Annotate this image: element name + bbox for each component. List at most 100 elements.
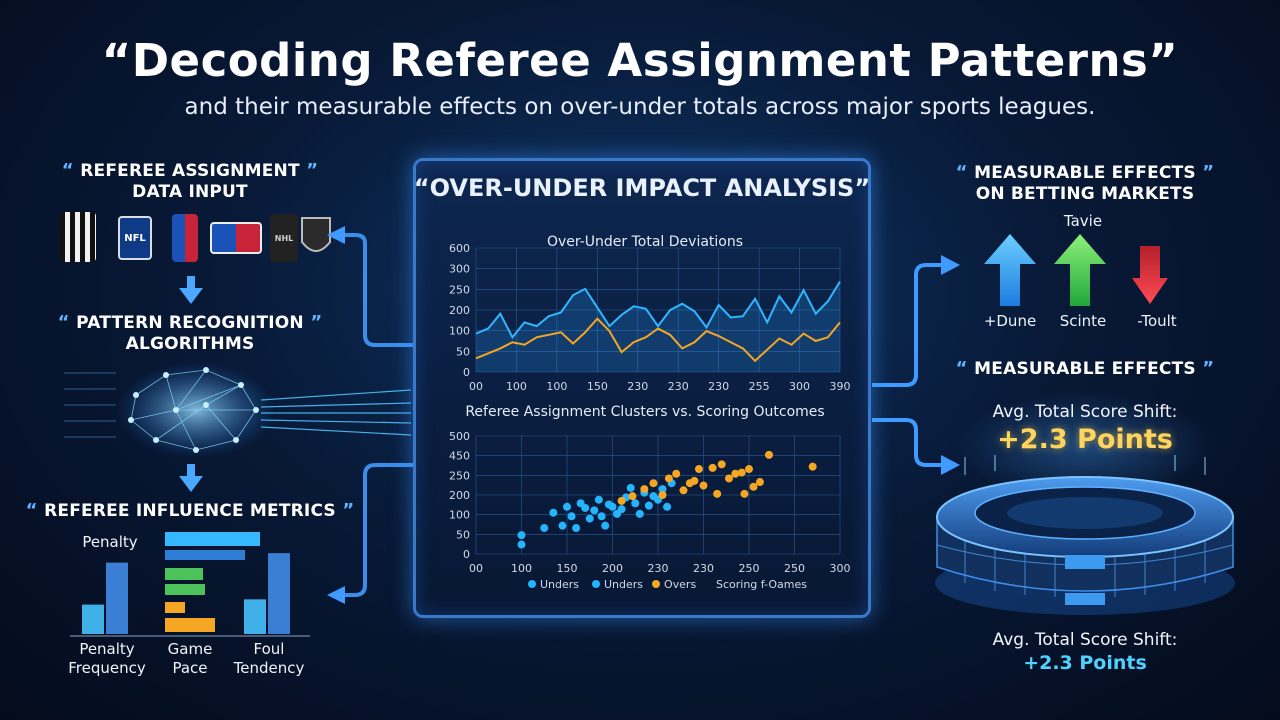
- scatter-y-tick-label: 450: [449, 450, 470, 463]
- line-y-tick-label: 300: [449, 263, 470, 276]
- line-series-blue: [475, 280, 841, 340]
- measurable-heading: “ MEASURABLE EFFECTS ”: [930, 358, 1240, 380]
- open-quote-icon: “: [25, 500, 45, 521]
- scatter-point-overs: [717, 460, 726, 469]
- effects-title-line1: MEASURABLE EFFECTS: [974, 163, 1196, 183]
- page-subtitle: and their measurable effects on over-und…: [184, 94, 1096, 120]
- scatter-point-unders: [549, 508, 558, 517]
- pace-bar-4: [165, 584, 205, 595]
- line-x-tick-label: 100: [546, 380, 567, 393]
- shift-value-1: +2.3 Points: [997, 424, 1173, 455]
- scatter-x-tick-label: 00: [469, 562, 483, 575]
- scatter-y-tick-label: 50: [456, 528, 470, 541]
- metric-bar: [244, 599, 266, 634]
- market-arrows: [984, 234, 1168, 306]
- mlb-logo: [210, 222, 262, 254]
- scatter-point-overs: [699, 481, 708, 490]
- pace-bar-2: [165, 550, 245, 560]
- open-quote-icon: “: [955, 162, 975, 183]
- close-quote-icon: ”: [1195, 358, 1215, 379]
- line-x-tick-label: 230: [668, 380, 689, 393]
- scatter-point-unders: [517, 531, 526, 540]
- line-y-tick-label: 250: [449, 283, 470, 296]
- scatter-point-unders: [626, 483, 635, 492]
- scatter-legend-label: Scoring f-Oames: [716, 578, 807, 591]
- referee-icon: [60, 212, 96, 262]
- stadium-graphic: [935, 455, 1235, 615]
- penalty-label: Penalty: [82, 533, 138, 551]
- scatter-point-overs: [664, 474, 673, 483]
- down-arrow-icon: [179, 464, 203, 492]
- tavie-label: Tavie: [1063, 212, 1103, 230]
- scatter-point-overs: [737, 468, 746, 477]
- line-x-tick-label: 390: [830, 380, 851, 393]
- line-x-tick-label: 230: [708, 380, 729, 393]
- data-input-title-line2: DATA INPUT: [132, 182, 248, 202]
- scatter-point-unders: [635, 509, 644, 518]
- scatter-x-tick-label: 250: [739, 562, 760, 575]
- nba-logo: [172, 214, 198, 262]
- line-x-tick-label: 255: [749, 380, 770, 393]
- scatter-point-overs: [808, 462, 817, 471]
- scatter-x-tick-label: 250: [784, 562, 805, 575]
- scatter-point-unders: [617, 505, 626, 514]
- up-arrow-blue-icon: [984, 234, 1036, 306]
- shift-value-2: +2.3 Points: [1023, 652, 1147, 674]
- scatter-point-overs: [713, 489, 722, 498]
- scatter-legend-marker: [592, 580, 600, 588]
- metrics-heading: “ REFEREE INFLUENCE METRICS ”: [20, 500, 360, 522]
- shift-label-2: Avg. Total Score Shift:: [992, 630, 1178, 650]
- scatter-y-tick-label: 100: [449, 509, 470, 522]
- scatter-legend-label: Overs: [664, 578, 696, 591]
- scatter-legend-label: Unders: [540, 578, 579, 591]
- scatter-legend-label: Unders: [604, 578, 643, 591]
- scatter-point-overs: [765, 450, 774, 459]
- pattern-title-line2: ALGORITHMS: [125, 334, 255, 354]
- pace-bar-3: [165, 568, 203, 580]
- scatter-point-overs: [708, 463, 717, 472]
- open-quote-icon: “: [955, 358, 975, 379]
- scatter-point-overs: [690, 476, 699, 485]
- scatter-x-tick-label: 300: [830, 562, 851, 575]
- nhl-shield-logo: [298, 214, 334, 262]
- scatter-point-overs: [745, 465, 753, 474]
- right-connectors: [872, 255, 960, 475]
- scatter-point-overs: [658, 491, 667, 499]
- line-series-orange: [475, 317, 841, 363]
- metrics-title: REFEREE INFLUENCE METRICS: [44, 501, 336, 521]
- scatter-x-tick-label: 230: [693, 562, 714, 575]
- scatter-point-unders: [608, 502, 617, 511]
- line-y-tick-label: 200: [449, 304, 470, 317]
- arrow-label-dune: +Dune: [983, 312, 1037, 330]
- monitor-title: “OVER-UNDER IMPACT ANALYSIS”: [413, 174, 871, 202]
- shift-label-1: Avg. Total Score Shift:: [992, 402, 1178, 422]
- pace-bar-1: [165, 532, 260, 546]
- line-x-tick-label: 150: [587, 380, 608, 393]
- down-arrow-icon: [179, 276, 203, 304]
- scatter-point-unders: [597, 512, 606, 521]
- metric-bar: [106, 562, 128, 634]
- scatter-y-tick-label: 500: [449, 430, 470, 443]
- arrow-label-scinte: Scinte: [1059, 312, 1107, 330]
- scatter-y-tick-label: 0: [463, 548, 470, 561]
- line-y-tick-label: 0: [463, 366, 470, 379]
- pattern-title-line1: PATTERN RECOGNITION: [76, 313, 304, 333]
- scatter-point-overs: [617, 496, 626, 505]
- close-quote-icon: ”: [299, 160, 319, 181]
- effects-heading: “ MEASURABLE EFFECTS ” ON BETTING MARKET…: [930, 162, 1240, 205]
- nfl-logo: NFL: [118, 216, 152, 260]
- scatter-point-unders: [581, 503, 590, 512]
- nhl-logo: NHL: [270, 214, 298, 262]
- scatter-chart-title: Referee Assignment Clusters vs. Scoring …: [465, 404, 825, 420]
- close-quote-icon: ”: [335, 500, 355, 521]
- open-quote-icon: “: [61, 160, 81, 181]
- scatter-point-overs: [731, 469, 740, 478]
- brain-network-graphic: [64, 362, 412, 458]
- scatter-point-overs: [672, 469, 681, 478]
- scatter-point-unders: [663, 502, 672, 511]
- scatter-x-tick-label: 230: [648, 562, 669, 575]
